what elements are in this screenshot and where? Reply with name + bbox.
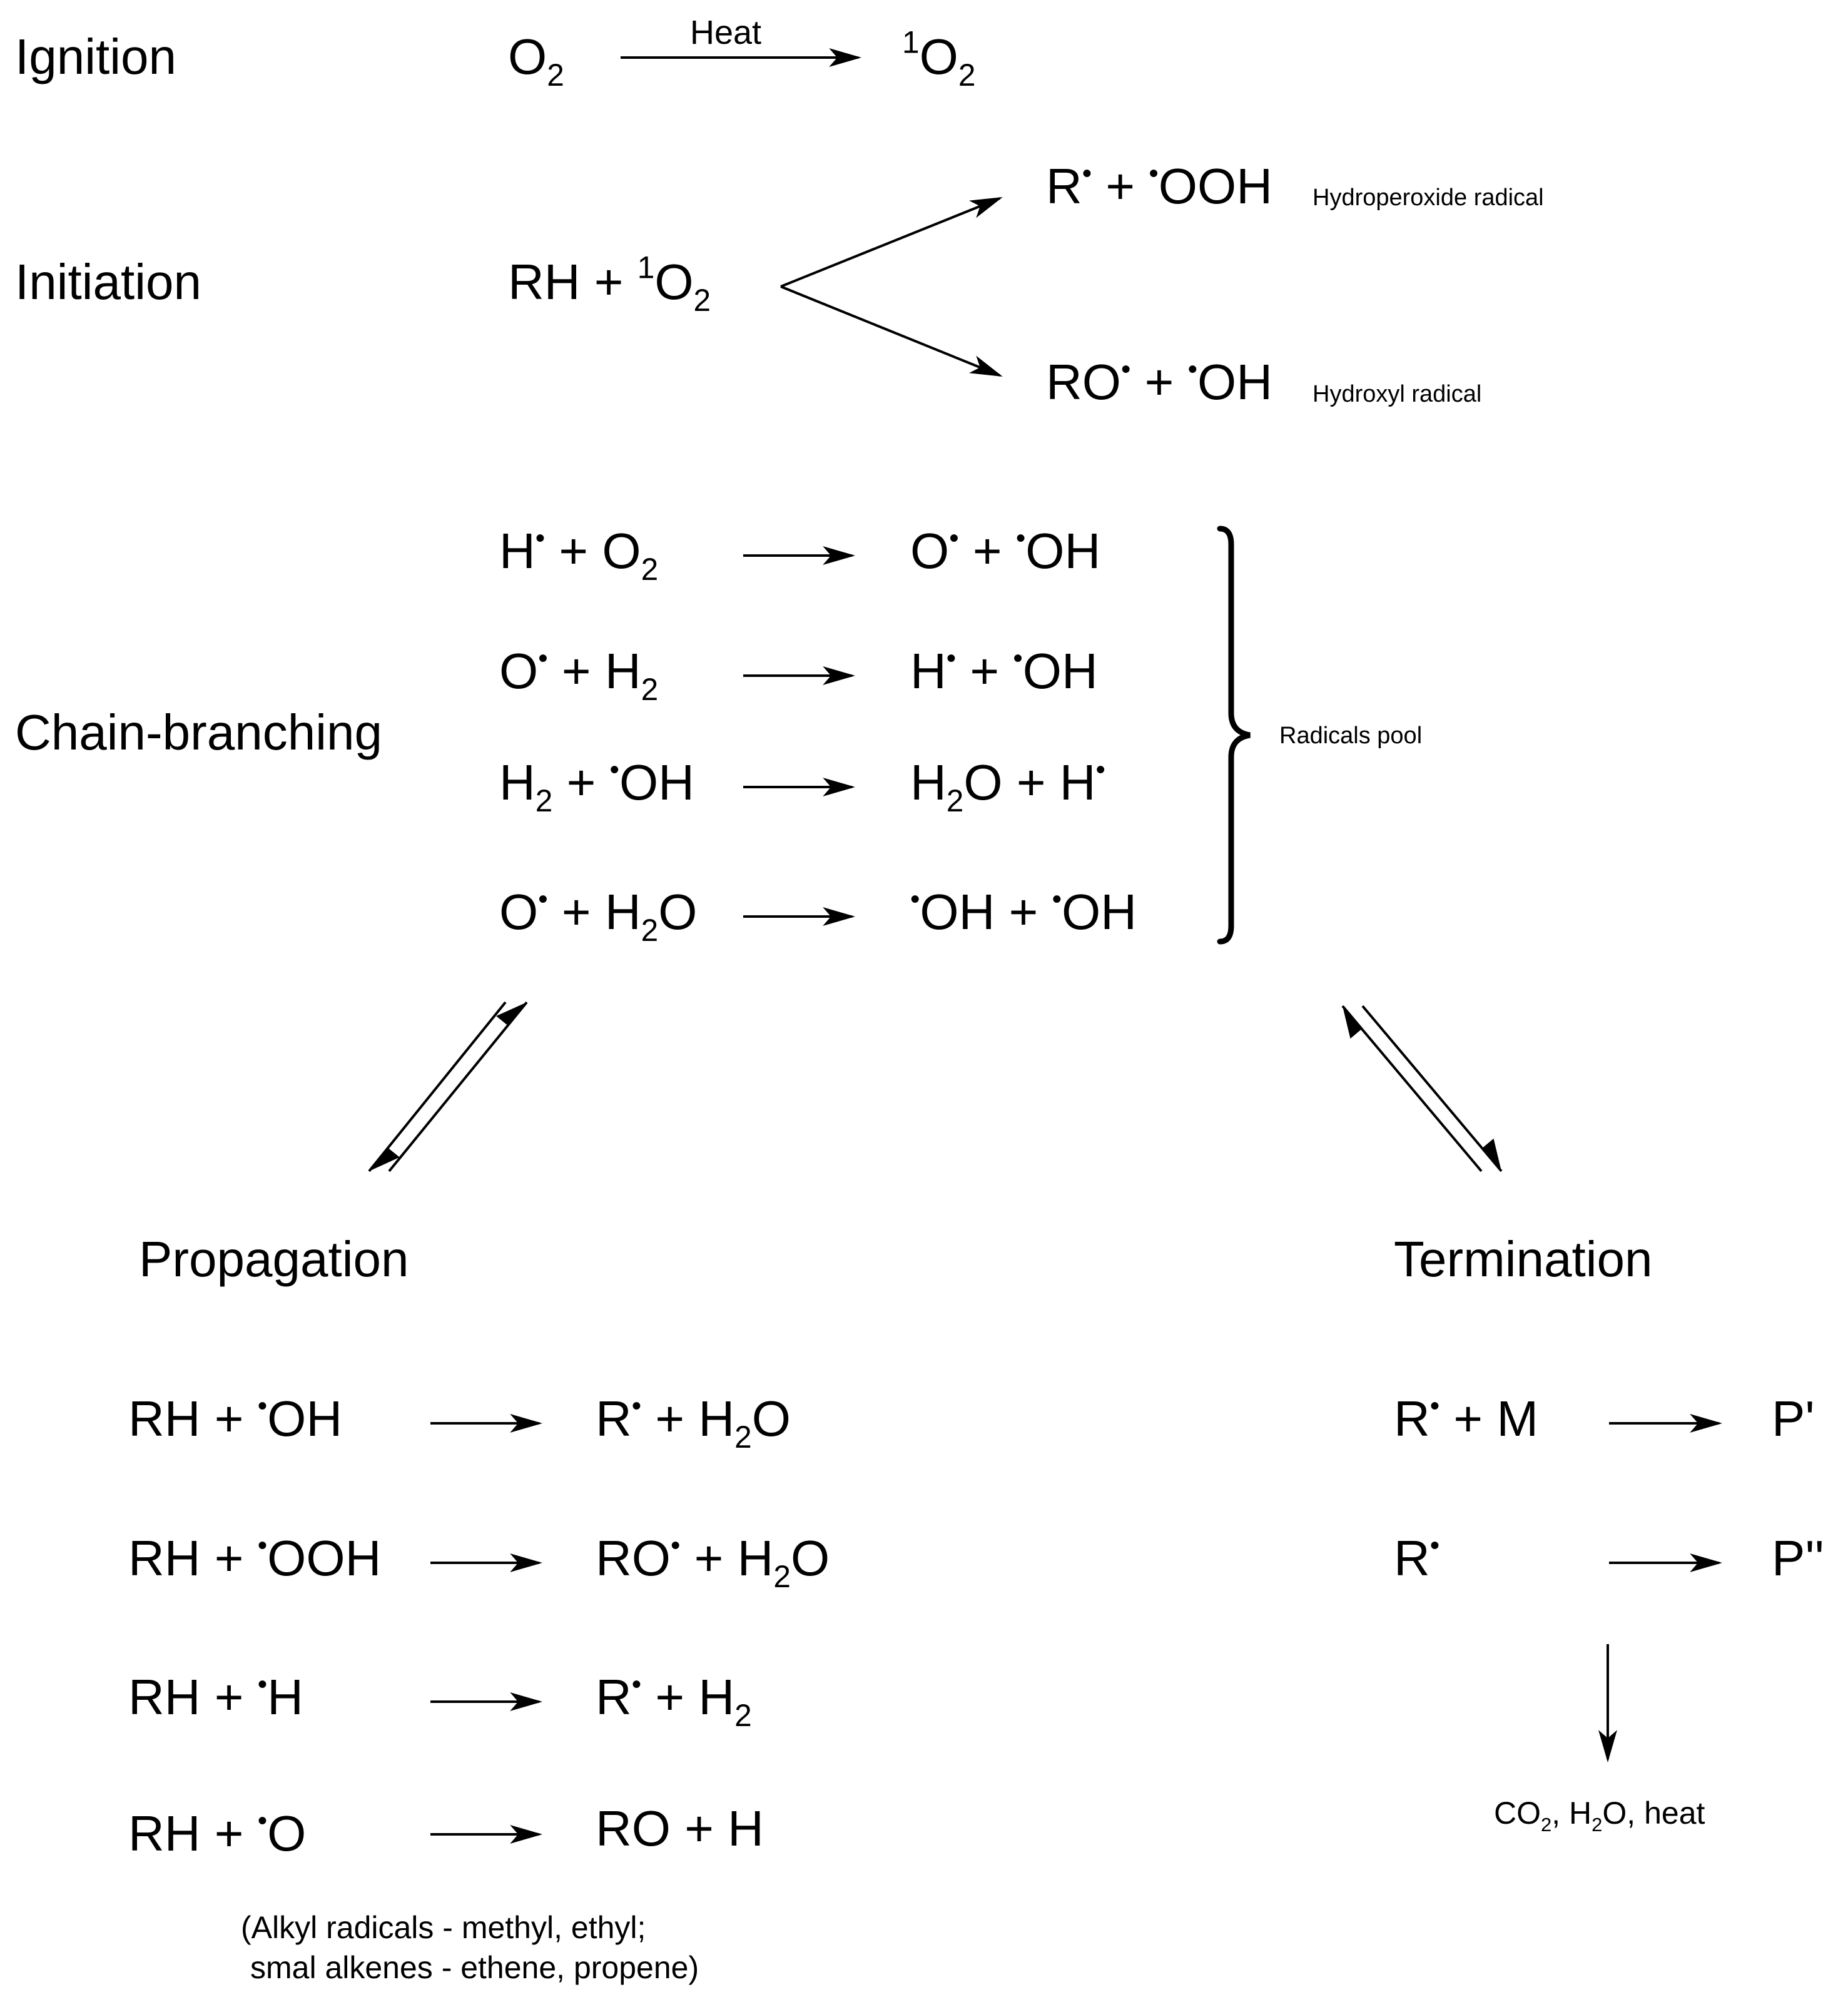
propagation-reaction-3-products: R• + H2 [596, 1669, 752, 1733]
termination-reaction-2-products: P'' [1772, 1530, 1824, 1586]
stage-label-termination: Termination [1394, 1231, 1653, 1287]
initiation-product-hydroperoxide: R• + •OOH [1046, 158, 1272, 214]
termination-final-products: CO2, H2O, heat [1494, 1796, 1705, 1836]
chain-reaction-3-products: H2O + H• [910, 754, 1105, 818]
equilibrium-arrow-from-termination [1341, 1005, 1483, 1172]
propagation-note-line-2: smal alkenes - ethene, propene) [250, 1950, 699, 1985]
radicals-pool-brace [1217, 526, 1251, 945]
ignition-reactant: O2 [508, 29, 564, 93]
termination-reaction-1-reactants: R• + M [1394, 1390, 1538, 1446]
propagation-reaction-1-reactants: RH + •OH [128, 1390, 342, 1446]
chain-reaction-2-reactants: O• + H2 [499, 643, 658, 707]
ignition-condition: Heat [690, 14, 761, 51]
chain-reaction-1-reactants: H• + O2 [499, 522, 658, 587]
termination-reaction-1-products: P' [1772, 1391, 1815, 1446]
initiation-arrow-lower [780, 285, 1003, 377]
propagation-note-line-1: (Alkyl radicals - methyl, ethyl; [241, 1910, 646, 1945]
stage-label-chain-branching: Chain-branching [15, 704, 382, 760]
equilibrium-arrow-to-propagation [368, 1001, 507, 1172]
stage-label-initiation: Initiation [15, 254, 201, 310]
initiation-arrow-upper [780, 197, 1003, 288]
chain-reaction-4-reactants: O• + H2O [499, 883, 697, 948]
propagation-reaction-1-products: R• + H2O [596, 1390, 791, 1455]
radicals-pool-label: Radicals pool [1279, 723, 1422, 749]
propagation-reaction-2-reactants: RH + •OOH [128, 1530, 381, 1586]
initiation-reactants: RH + 1O2 [508, 250, 711, 318]
chain-reaction-3-reactants: H2 + •OH [499, 754, 694, 818]
propagation-reaction-4-reactants: RH + •O [128, 1805, 306, 1861]
termination-reaction-2-reactants: R• [1394, 1530, 1439, 1586]
propagation-reaction-2-products: RO• + H2O [596, 1530, 830, 1594]
propagation-reaction-3-reactants: RH + •H [128, 1669, 303, 1725]
initiation-product-hydroxyl: RO• + •OH [1046, 353, 1272, 410]
note-hydroperoxide-radical: Hydroperoxide radical [1312, 185, 1544, 211]
equilibrium-arrow-from-propagation [388, 1001, 528, 1172]
stage-label-propagation: Propagation [139, 1231, 409, 1287]
equilibrium-arrow-to-termination [1361, 1005, 1503, 1172]
ignition-product: 1O2 [902, 24, 975, 93]
stage-label-ignition: Ignition [15, 29, 176, 84]
chain-reaction-4-products: •OH + •OH [910, 883, 1137, 940]
chain-reaction-1-products: O• + •OH [910, 522, 1100, 579]
propagation-reaction-4-products: RO + H [596, 1801, 764, 1856]
note-hydroxyl-radical: Hydroxyl radical [1312, 381, 1481, 407]
chain-reaction-2-products: H• + •OH [910, 643, 1098, 699]
